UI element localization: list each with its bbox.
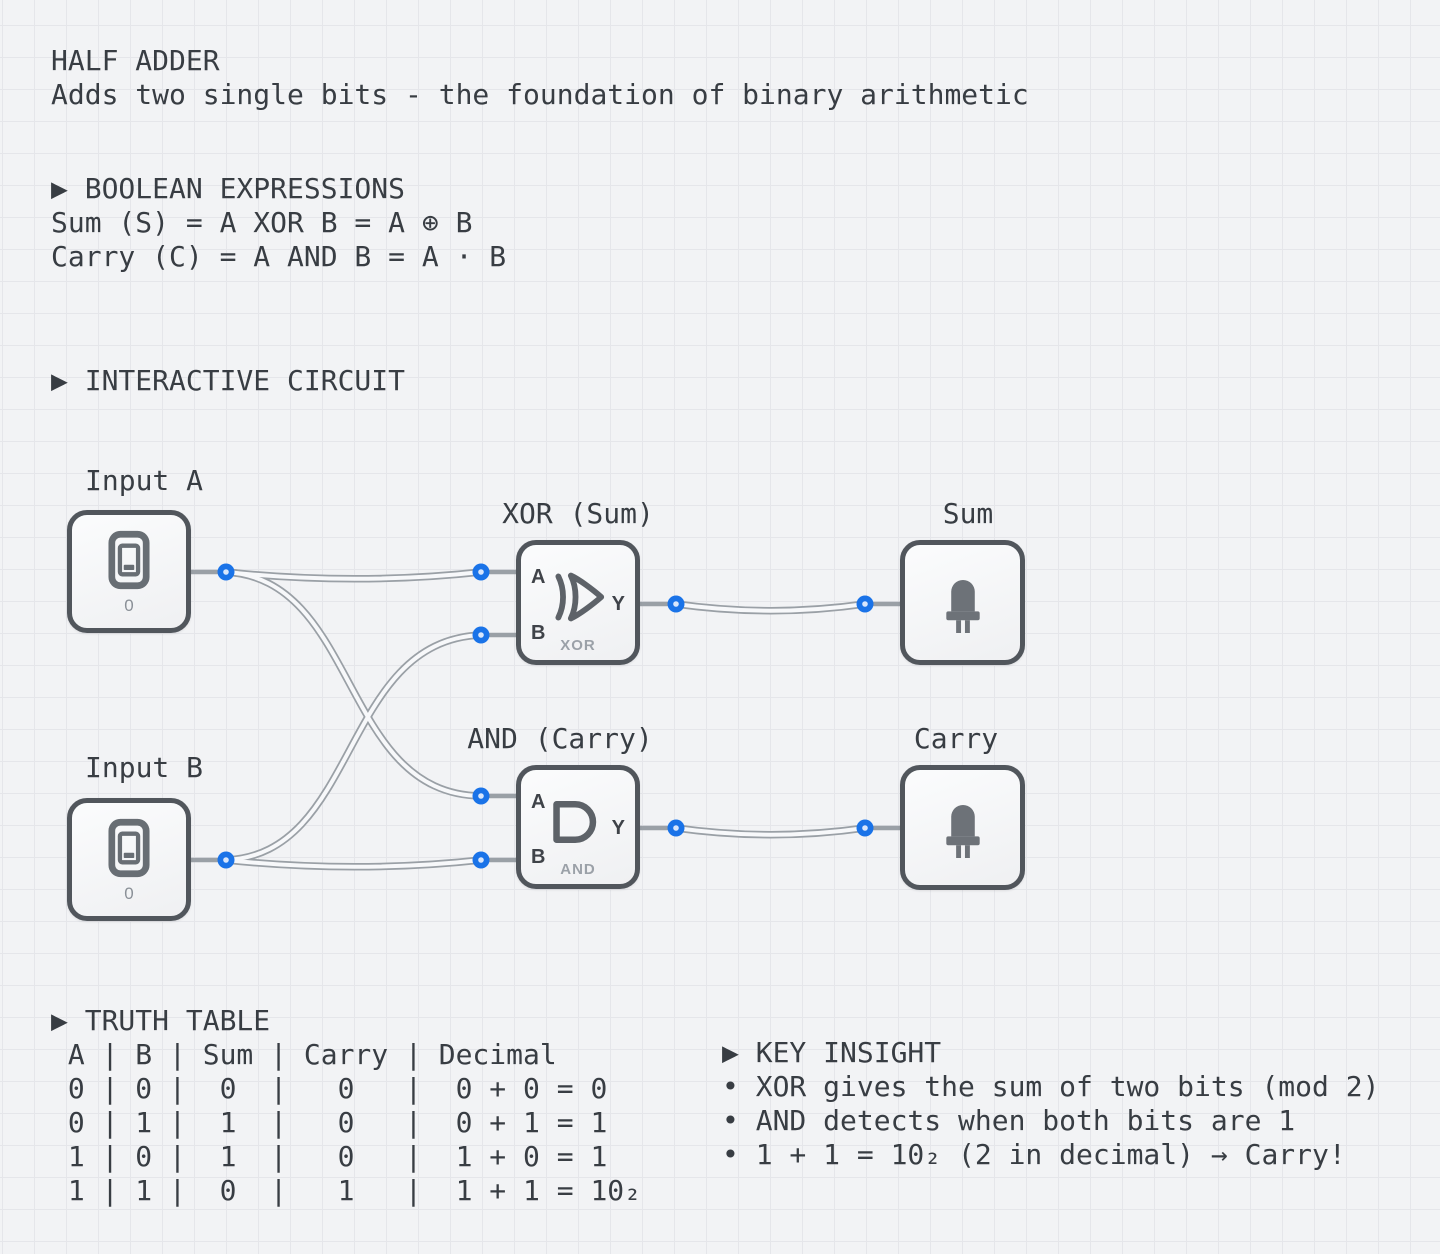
- input-b-switch[interactable]: 0: [67, 798, 191, 921]
- interactive-circuit-heading: ▶ INTERACTIVE CIRCUIT: [51, 364, 406, 397]
- wire-b-to-xor-b-core: [224, 633, 483, 862]
- key-insight-bullet: • 1 + 1 = 10₂ (2 in decimal) → Carry!: [722, 1138, 1346, 1171]
- input-a-value: 0: [124, 595, 134, 615]
- connection-dot[interactable]: [472, 787, 490, 805]
- and-port-b-label: B: [531, 846, 546, 868]
- input-b-value: 0: [124, 883, 134, 903]
- wire-b-to-xor-b-outer: [222, 631, 485, 864]
- boolean-expressions-heading: ▶ BOOLEAN EXPRESSIONS: [51, 172, 406, 205]
- connection-dot[interactable]: [472, 851, 490, 869]
- input-a-label: Input A: [85, 464, 204, 497]
- led-icon: [945, 569, 980, 637]
- key-insight-heading: ▶ KEY INSIGHT: [722, 1036, 942, 1069]
- page-title: HALF ADDER: [51, 44, 220, 77]
- connection-dot[interactable]: [856, 819, 874, 837]
- and-port-y-label: Y: [611, 817, 625, 839]
- boolean-expressions-section: ▶ BOOLEAN EXPRESSIONS Sum (S) = A XOR B …: [51, 172, 506, 274]
- wire-tubes: [222, 568, 869, 871]
- connection-dot[interactable]: [856, 595, 874, 613]
- carry-led: [900, 765, 1025, 890]
- toggle-switch-icon: [108, 818, 150, 882]
- sum-led-body: [905, 545, 1020, 660]
- connection-dot[interactable]: [667, 595, 685, 613]
- xor-gate: A B Y XOR: [516, 540, 640, 665]
- wire-and-to-carry-core: [674, 826, 867, 837]
- input-b-label: Input B: [85, 751, 204, 784]
- toggle-switch-icon: [108, 530, 150, 594]
- xor-port-y-label: Y: [611, 592, 625, 615]
- wire-cores: [224, 570, 867, 869]
- and-gate-caption: AND: [560, 861, 596, 878]
- truth-table-section: ▶ TRUTH TABLE A | B | Sum | Carry | Deci…: [51, 1004, 641, 1208]
- sum-led: [900, 540, 1025, 665]
- wire-a-to-xor-a-core: [224, 570, 483, 581]
- led-icon: [945, 794, 980, 862]
- truth-table-header-row: A | B | Sum | Carry | Decimal: [51, 1038, 557, 1071]
- connection-dot[interactable]: [217, 563, 235, 581]
- and-gate-label: AND (Carry): [467, 722, 653, 755]
- key-insight-section: ▶ KEY INSIGHT • XOR gives the sum of two…: [722, 1036, 1379, 1172]
- page-subtitle: Adds two single bits - the foundation of…: [51, 78, 1029, 111]
- xor-gate-icon: [549, 572, 607, 626]
- input-a-switch-body: 0: [72, 515, 186, 628]
- sum-expression: Sum (S) = A XOR B = A ⊕ B: [51, 206, 473, 239]
- carry-expression: Carry (C) = A AND B = A · B: [51, 240, 507, 273]
- carry-led-label: Carry: [913, 722, 999, 755]
- truth-table-row: 1 | 1 | 0 | 1 | 1 + 1 = 10₂: [51, 1174, 642, 1207]
- xor-gate-label: XOR (Sum): [502, 497, 654, 530]
- truth-table-row: 0 | 1 | 1 | 0 | 0 + 1 = 1: [51, 1106, 608, 1139]
- wire-a-to-and-a-outer: [222, 568, 485, 800]
- and-gate-icon: [550, 799, 606, 849]
- wire-a-to-and-a-core: [224, 570, 483, 798]
- xor-gate-caption: XOR: [560, 637, 596, 654]
- truth-table-row: 1 | 0 | 1 | 0 | 1 + 0 = 1: [51, 1140, 608, 1173]
- sum-led-label: Sum: [942, 497, 994, 530]
- connection-dot[interactable]: [472, 626, 490, 644]
- xor-port-b-label: B: [531, 622, 546, 644]
- key-insight-bullet: • XOR gives the sum of two bits (mod 2): [722, 1070, 1380, 1103]
- carry-led-body: [905, 770, 1020, 885]
- and-gate: A B Y AND: [516, 765, 640, 889]
- connection-dot[interactable]: [472, 563, 490, 581]
- input-b-switch-body: 0: [72, 803, 186, 916]
- wire-b-to-and-b-core: [224, 858, 483, 869]
- truth-table-heading: ▶ TRUTH TABLE: [51, 1004, 271, 1037]
- and-port-a-label: A: [531, 791, 546, 813]
- xor-port-a-label: A: [531, 566, 546, 588]
- connection-dot[interactable]: [667, 819, 685, 837]
- input-a-switch[interactable]: 0: [67, 510, 191, 633]
- truth-table-row: 0 | 0 | 0 | 0 | 0 + 0 = 0: [51, 1072, 608, 1105]
- connection-dot[interactable]: [217, 851, 235, 869]
- key-insight-bullet: • AND detects when both bits are 1: [722, 1104, 1296, 1137]
- wire-xor-to-sum-core: [674, 602, 867, 613]
- connection-dots: [217, 563, 874, 869]
